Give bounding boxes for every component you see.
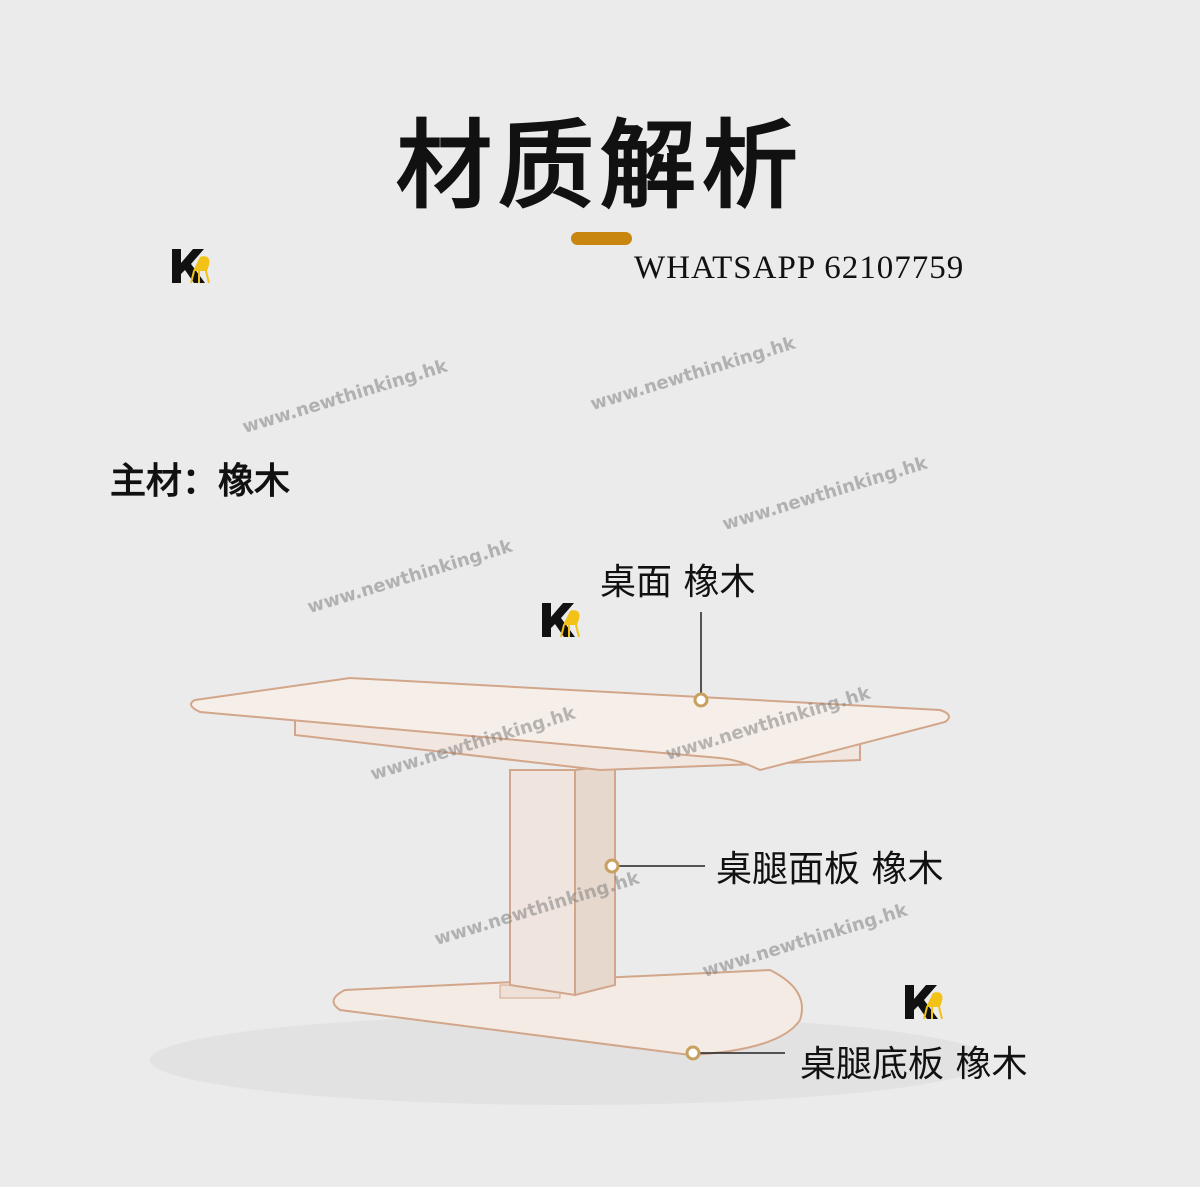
- main-material-label: 主材：橡木: [110, 461, 291, 502]
- callout-base-plate: 桌腿底板 橡木: [800, 1044, 1028, 1085]
- leg-panel-marker: [604, 858, 620, 874]
- whatsapp-contact: WHATSAPP 62107759: [634, 250, 965, 286]
- brand-logo: [172, 249, 210, 283]
- table-top: [190, 676, 950, 772]
- page-title: 材质解析: [396, 110, 804, 222]
- tabletop-marker: [693, 692, 709, 708]
- table-base-plate: [332, 968, 803, 1057]
- callout-leg-panel: 桌腿面板 橡木: [716, 849, 944, 890]
- base-plate-marker: [685, 1045, 701, 1061]
- table-leg-front: [509, 769, 576, 997]
- title-accent-bar: [571, 232, 632, 245]
- brand-logo: [905, 985, 943, 1019]
- callout-tabletop: 桌面 橡木: [600, 562, 756, 603]
- brand-logo: [542, 603, 580, 637]
